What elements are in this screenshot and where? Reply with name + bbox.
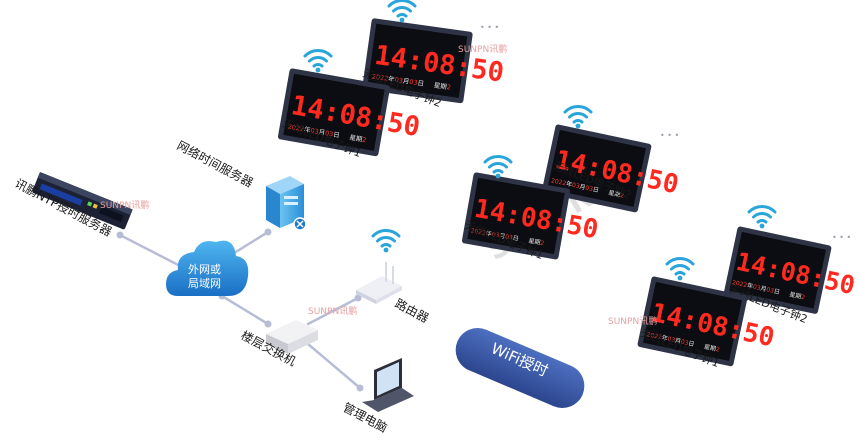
- clock-date: 2022年03月03日星期2: [550, 176, 625, 199]
- server-brand: SUNPN讯鹏: [100, 199, 149, 211]
- ellipsis-2: • • •: [660, 131, 679, 140]
- clock-date: 2022年03月03日星期2: [731, 278, 806, 301]
- ntp-server: [32, 172, 133, 230]
- clock-3-wifi-icon: [563, 104, 593, 130]
- router-icon: [356, 262, 402, 304]
- cloud-line1: 外网或: [188, 263, 221, 276]
- clock-date: 2022年03月03日星期2: [646, 330, 721, 353]
- clock-1-wifi-icon: [387, 0, 417, 24]
- led-clock-2: 14:08:50 2022年03月03日星期2: [277, 68, 422, 157]
- watermark-small-3: SUNPN讯鹏: [608, 315, 657, 327]
- laptop-icon: [362, 358, 414, 412]
- led-clock-1: 14:08:50 2022年03月03日星期2: [362, 18, 506, 104]
- clock-date: 2022年03月03日星期2: [470, 226, 545, 247]
- ellipsis-1: • • •: [480, 23, 499, 32]
- cloud-icon: [166, 240, 249, 296]
- network-time-server-icon: [266, 176, 307, 231]
- line-switch-laptop: [306, 342, 362, 390]
- clock-2-wifi-icon: [303, 48, 333, 74]
- watermark-small-2: SUNPN讯鹏: [458, 43, 507, 55]
- clock-date: 2022年03月03日星期2: [371, 72, 451, 92]
- line-cloud-switch: [220, 294, 270, 326]
- line-switch-router: [306, 296, 360, 326]
- watermark-small-1: SUNPN讯鹏: [308, 305, 357, 317]
- led-clock-5: 14:08:50 2022年03月03日星期2: [724, 226, 858, 314]
- cloud-line2: 局域网: [188, 277, 221, 290]
- clock-date: 2022年03月03日星期2: [287, 122, 367, 145]
- switch-icon: [266, 320, 318, 354]
- line-server-cloud: [118, 233, 190, 272]
- ellipsis-3: • • •: [832, 233, 851, 242]
- router-label: 路由器: [393, 295, 432, 325]
- clock-5-wifi-icon: [747, 204, 777, 230]
- clock-6-wifi-icon: [665, 256, 695, 282]
- wifi-timing-badge: [455, 328, 585, 408]
- network-time-server-label: 网络时间服务器: [175, 137, 256, 190]
- router-wifi-icon: [371, 228, 401, 254]
